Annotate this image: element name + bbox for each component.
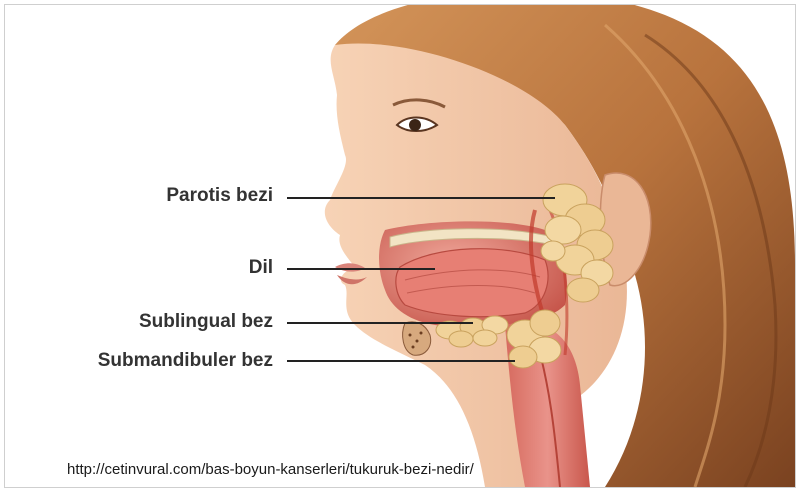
- tongue: [396, 249, 548, 317]
- label-sublingual-bez: Sublingual bez: [139, 312, 273, 331]
- diagram-frame: Parotis bezi Dil Sublingual bez Submandi…: [4, 4, 796, 488]
- head-anatomy-illustration: [5, 5, 795, 487]
- source-url[interactable]: http://cetinvural.com/bas-boyun-kanserle…: [67, 461, 474, 478]
- label-dil: Dil: [249, 258, 273, 277]
- label-submandibuler-bez: Submandibuler bez: [98, 351, 273, 370]
- label-parotis-bezi: Parotis bezi: [166, 186, 273, 205]
